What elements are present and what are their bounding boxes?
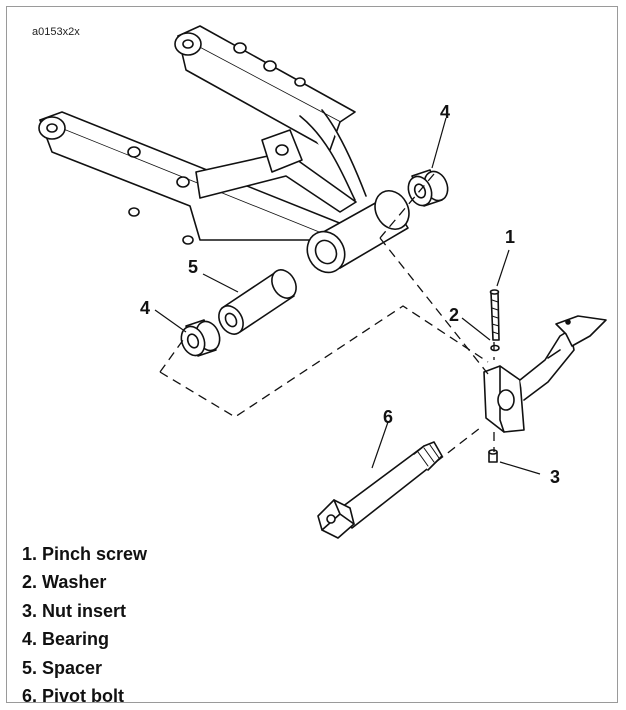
nut-insert-part: [488, 449, 498, 463]
spacer-part: [218, 269, 297, 335]
leader-lines: [154, 117, 541, 475]
legend-item: 1.Pinch screw: [22, 544, 148, 564]
legend-item: 5.Spacer: [22, 657, 103, 678]
legend-item: 6.Pivot bolt: [22, 685, 125, 706]
callout-2: 2: [449, 305, 460, 325]
callout-4-upper: 4: [440, 102, 451, 122]
pinch-screw-part: [489, 289, 500, 341]
legend-item: 3.Nut insert: [22, 600, 127, 621]
pivot-bolt-part: [317, 441, 443, 539]
pedal-bracket: [483, 315, 607, 433]
bearing-part-upper: [407, 169, 449, 207]
bearing-part-lower: [180, 319, 221, 357]
washer-part: [490, 344, 500, 352]
legend-item: 2.Washer: [22, 572, 107, 593]
legend-item: 4.Bearing: [22, 629, 110, 650]
parts-legend: 1.Pinch screw 2.Washer 3.Nut insert 4.Be…: [22, 540, 147, 710]
callout-6: 6: [383, 407, 394, 427]
callout-4-lower: 4: [140, 298, 151, 318]
callout-3: 3: [550, 467, 561, 487]
figure-id: a0153x2x: [32, 26, 80, 38]
swingarm: [38, 25, 410, 274]
callout-5: 5: [188, 257, 199, 277]
assembly-lines: [159, 173, 495, 463]
callout-1: 1: [505, 227, 516, 247]
